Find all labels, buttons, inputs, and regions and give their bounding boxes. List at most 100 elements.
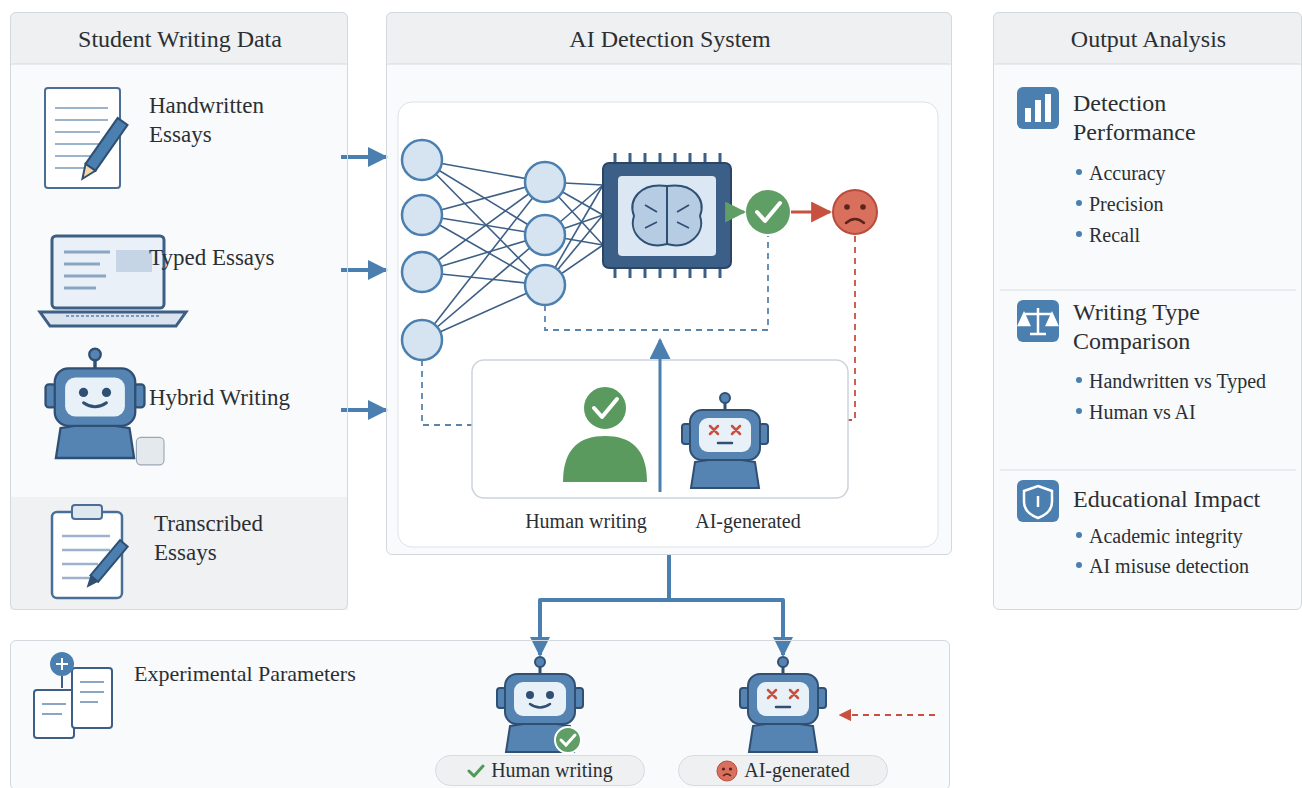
decor-path (40, 312, 186, 326)
decor-circle (1076, 169, 1082, 175)
output-section: Educational ImpactAcademic integrityAI m… (1006, 476, 1296, 606)
decor-rect (72, 668, 112, 728)
node-title: Handwritten Essays (149, 92, 299, 150)
decor-circle (844, 204, 850, 210)
node-title: Output Analysis (994, 13, 1302, 65)
decor-circle (1076, 377, 1082, 383)
decor-rect (603, 163, 731, 268)
decor-circle (50, 652, 74, 676)
decor-path (757, 203, 780, 221)
decor-path (64, 252, 110, 288)
node-title: Writing Type Comparison (1073, 298, 1288, 356)
decor-circle (1076, 532, 1082, 538)
decor-line (704, 153, 707, 163)
chart-icon (1017, 87, 1059, 129)
decor-circle (1076, 200, 1082, 206)
node-title: Human writing (501, 509, 671, 534)
bullet-text: Human vs AI (1089, 400, 1289, 425)
decor-circle (860, 204, 866, 210)
class-ai: AI-generated (673, 381, 823, 541)
decor-rect (1045, 94, 1051, 122)
output-section: Writing Type ComparisonHandwritten vs Ty… (1006, 296, 1296, 466)
network-nodes (402, 140, 565, 360)
decor-circle (1076, 408, 1082, 414)
bullet-text: Accuracy (1089, 161, 1289, 186)
decor-line (674, 153, 677, 163)
decor-path (561, 735, 575, 745)
decor-path (645, 186, 689, 244)
decor-rect (386, 12, 952, 64)
decor-rect (618, 176, 716, 256)
bullet-text: Handwritten vs Typed (1089, 369, 1289, 394)
decor-line (719, 268, 722, 278)
input-item: Handwritten Essays (31, 76, 341, 196)
decor-line (659, 153, 662, 163)
decor-use (497, 657, 583, 752)
result-human: Human writing (430, 655, 650, 788)
decor-g (78, 118, 128, 182)
decor-path (78, 164, 96, 182)
node-title: Student Writing Data (11, 13, 349, 65)
bullet-text: Recall (1089, 223, 1289, 248)
decor-rect (116, 250, 152, 272)
result-pill: Human writing (435, 755, 645, 786)
node-title: AI-generated (673, 509, 823, 534)
decor-circle (729, 767, 732, 770)
decor-path (469, 766, 483, 776)
decor-rect (993, 12, 1302, 64)
input-item: Typed Essays (31, 226, 341, 326)
decor-path (632, 185, 667, 245)
result-label: Human writing (491, 758, 613, 783)
node-title: AI Detection System (387, 13, 953, 65)
decor-path (659, 340, 662, 492)
detection-panel: AI Detection SystemHuman writingAI-gener… (386, 12, 952, 555)
decor-line (644, 153, 647, 163)
decor-circle (555, 727, 581, 753)
decor-rect (1035, 100, 1041, 122)
decor-rect (993, 12, 1302, 610)
node-title: Detection Performance (1073, 89, 1288, 147)
decor-rect (72, 505, 102, 519)
shield-icon (1017, 480, 1059, 522)
decor-rect (10, 640, 950, 788)
decor-rect (10, 12, 348, 610)
decor-rect (1025, 108, 1031, 122)
check-mark (467, 762, 485, 780)
decor-line (1000, 290, 1296, 291)
decor-path (1019, 308, 1057, 334)
decor-line (791, 211, 830, 214)
result-label: AI-generated (744, 758, 850, 783)
scale-icon (1017, 300, 1059, 342)
robot-icon (46, 349, 164, 465)
decor-circle (833, 190, 877, 234)
decor-line (993, 64, 1302, 65)
decor-use (46, 349, 145, 458)
decor-circle (583, 386, 627, 430)
decor-circle (402, 140, 442, 180)
decor-rect (136, 437, 164, 465)
node-title: Typed Essays (149, 244, 329, 273)
decor-circle (1076, 562, 1082, 568)
bullet-text: Precision (1089, 192, 1289, 217)
decor-path (56, 658, 68, 670)
decor-use (740, 657, 826, 752)
decor-path (61, 676, 63, 688)
output-panel: Output AnalysisDetection PerformanceAccu… (993, 12, 1302, 610)
decor-use (682, 393, 768, 488)
decor-rect (1017, 480, 1059, 522)
node-title: Educational Impact (1073, 484, 1295, 514)
decor-path (563, 436, 647, 482)
decor-line (644, 268, 647, 278)
decor-line (1000, 470, 1296, 471)
human-figure (563, 386, 647, 482)
decor-line (689, 153, 692, 163)
decor-path (66, 315, 160, 317)
decor-circle (746, 190, 790, 234)
decor-use (526, 691, 554, 708)
decor-line (704, 268, 707, 278)
decor-path (42, 682, 104, 714)
decor-line (674, 268, 677, 278)
decor-line (659, 268, 662, 278)
decor-g (83, 540, 128, 591)
decor-circle (525, 162, 565, 202)
